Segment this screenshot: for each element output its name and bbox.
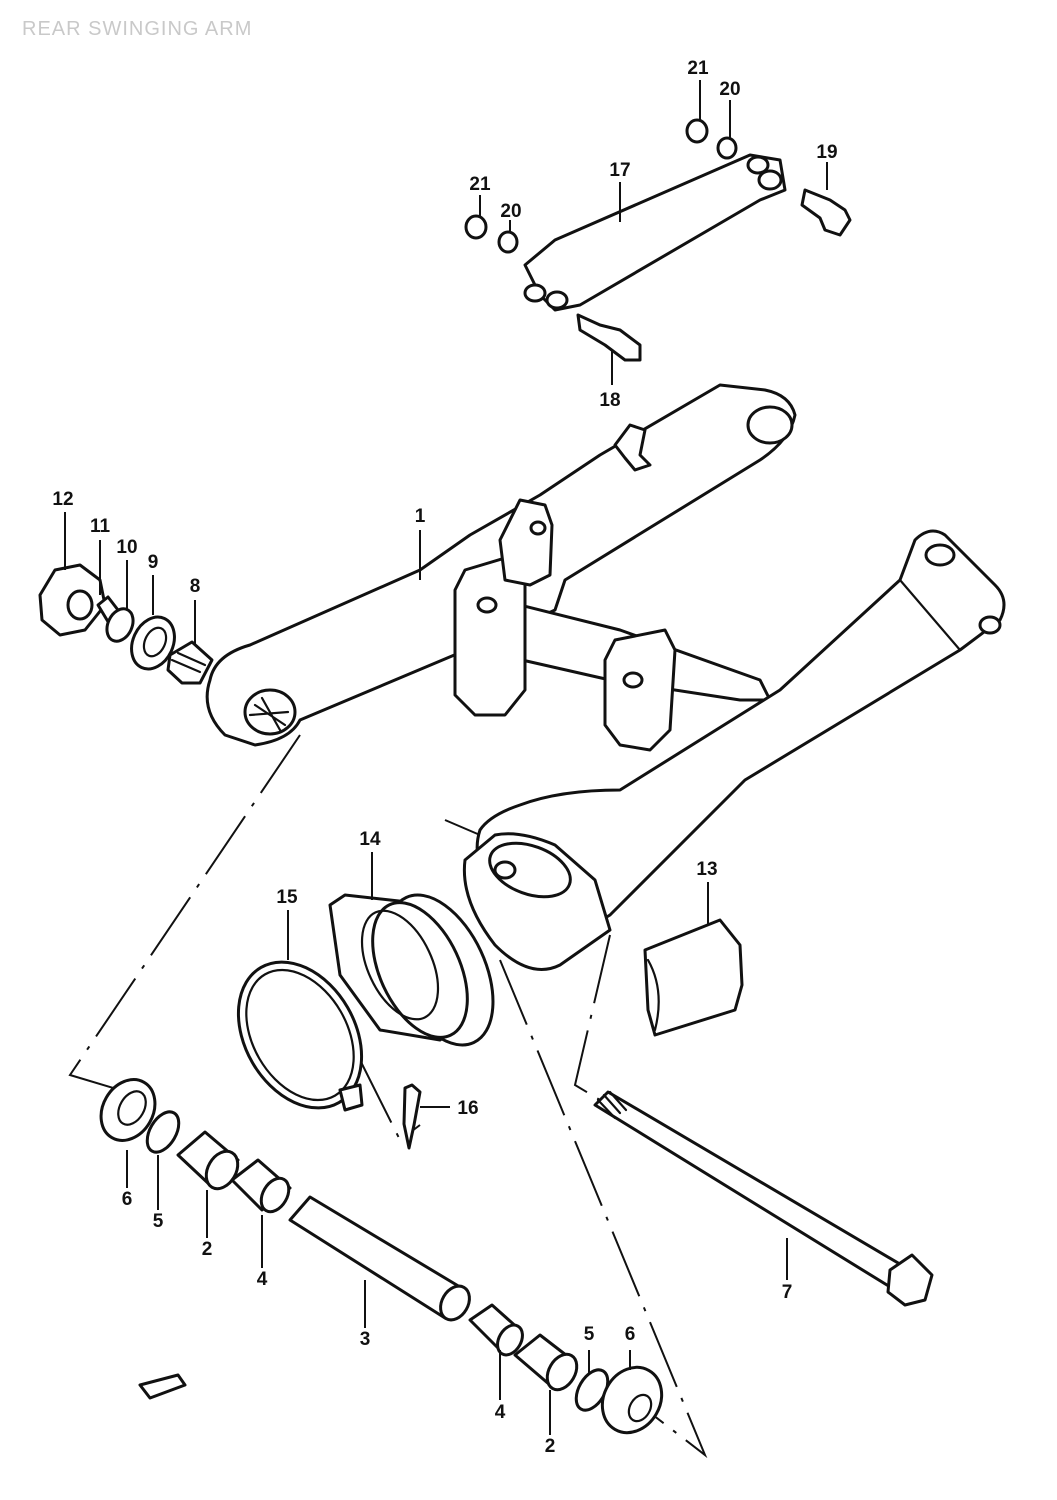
callout-13: 13 <box>696 859 717 880</box>
part-15-clamp-ring <box>236 960 364 1112</box>
callout-11: 11 <box>90 516 111 537</box>
callout-3: 3 <box>360 1329 371 1350</box>
part-16-screw <box>402 1083 422 1150</box>
swinging-arm <box>205 383 1006 971</box>
callout-6-right: 6 <box>625 1324 636 1345</box>
left-pivot-hardware <box>38 563 214 685</box>
callout-6-left: 6 <box>122 1189 133 1210</box>
callout-15: 15 <box>276 887 298 908</box>
callout-20-lower: 20 <box>500 201 521 222</box>
callout-5-right: 5 <box>584 1324 595 1345</box>
callout-7: 7 <box>782 1282 793 1303</box>
callout-19: 19 <box>816 142 837 163</box>
part-14-boot <box>328 893 495 1047</box>
diagram-title: REAR SWINGING ARM <box>22 18 253 40</box>
callout-12: 12 <box>52 489 73 510</box>
part-7-pivot-shaft <box>593 1090 934 1307</box>
callout-14: 14 <box>359 829 381 850</box>
front-direction-icon <box>138 1373 187 1400</box>
callout-8: 8 <box>190 576 201 597</box>
callout-21-lower: 21 <box>469 174 491 195</box>
callout-4-right: 4 <box>495 1402 506 1423</box>
callout-4-left: 4 <box>257 1269 268 1290</box>
callout-18: 18 <box>599 390 620 411</box>
leader-lines <box>64 80 828 1435</box>
pivot-parts <box>99 1078 664 1435</box>
torque-link-hardware <box>464 118 852 362</box>
callout-9: 9 <box>148 552 159 573</box>
callout-21-upper: 21 <box>687 58 709 79</box>
callout-2-left: 2 <box>202 1239 213 1260</box>
part-13-shell <box>643 918 744 1037</box>
callout-5-left: 5 <box>153 1211 164 1232</box>
callout-1: 1 <box>415 506 426 527</box>
callout-16: 16 <box>457 1098 478 1119</box>
callout-2-right: 2 <box>545 1436 556 1457</box>
callout-17: 17 <box>609 160 630 181</box>
callout-20-upper: 20 <box>719 79 740 100</box>
callout-10: 10 <box>116 537 137 558</box>
callout-labels: 1 2 2 3 4 4 5 5 6 6 7 8 9 10 11 12 13 14… <box>52 58 837 1457</box>
